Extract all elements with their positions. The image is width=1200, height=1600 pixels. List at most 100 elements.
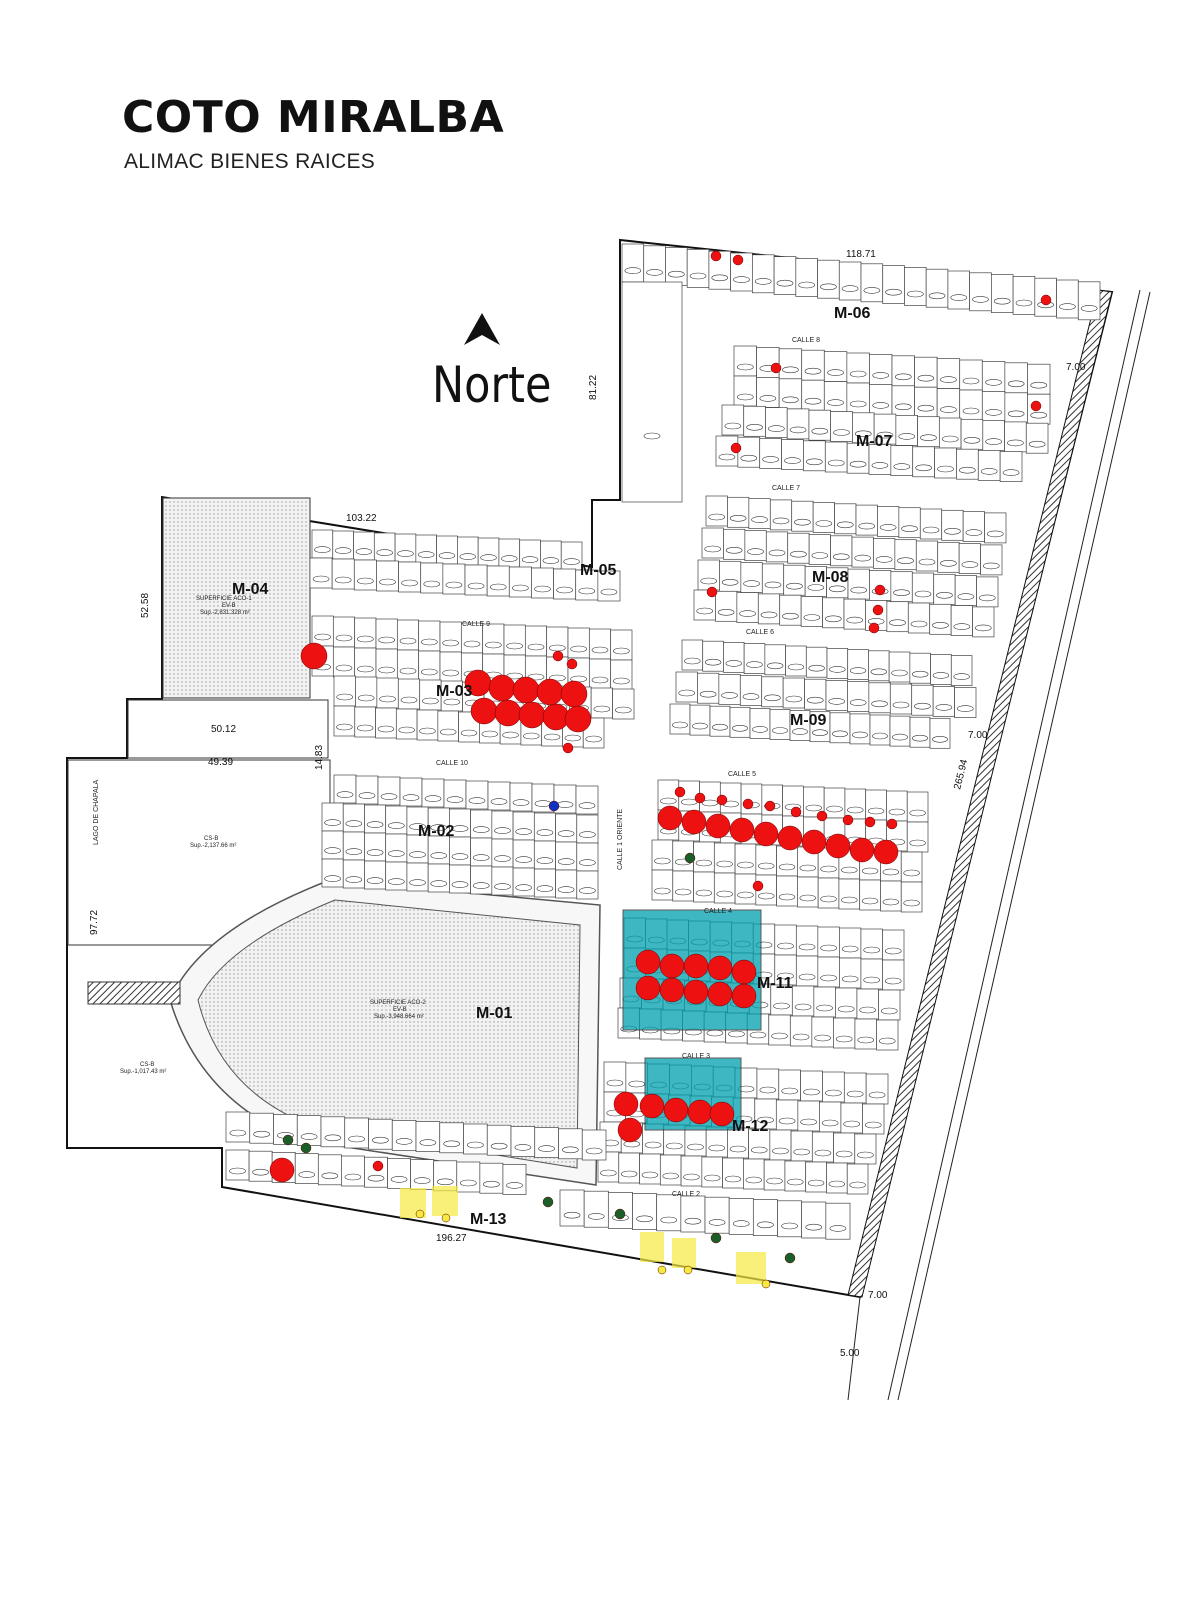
blue-pin[interactable]	[548, 800, 560, 812]
lot[interactable]	[396, 649, 420, 681]
lot[interactable]	[553, 568, 577, 600]
lot[interactable]	[681, 639, 704, 671]
sold-lot-marker[interactable]	[683, 953, 709, 979]
lot[interactable]	[728, 1198, 754, 1235]
sold-lot-marker[interactable]	[269, 1157, 295, 1183]
lot[interactable]	[783, 564, 806, 596]
sold-lot-marker[interactable]	[849, 837, 875, 863]
lot[interactable]	[925, 268, 949, 308]
lot[interactable]	[960, 418, 984, 450]
lot[interactable]	[377, 776, 401, 806]
lot[interactable]	[294, 1153, 319, 1184]
lot[interactable]	[739, 675, 763, 706]
lot[interactable]	[880, 880, 902, 912]
lot[interactable]	[621, 281, 683, 503]
lot[interactable]	[457, 536, 479, 566]
lot[interactable]	[740, 783, 763, 815]
sold-lot-marker[interactable]	[617, 1117, 643, 1143]
lot[interactable]	[839, 927, 862, 959]
lot[interactable]	[937, 541, 960, 573]
lot[interactable]	[320, 1116, 346, 1148]
lot[interactable]	[859, 879, 881, 911]
note-pin[interactable]	[683, 1265, 693, 1275]
lot[interactable]	[439, 621, 462, 653]
lot[interactable]	[856, 988, 879, 1020]
lot[interactable]	[900, 881, 923, 913]
lot[interactable]	[387, 1158, 411, 1189]
lot[interactable]	[817, 259, 840, 299]
lot[interactable]	[355, 676, 378, 708]
sold-pin[interactable]	[872, 604, 884, 616]
available-pin[interactable]	[300, 1142, 312, 1154]
lot[interactable]	[722, 1157, 744, 1189]
lot[interactable]	[904, 267, 927, 306]
lot[interactable]	[869, 714, 891, 746]
lot[interactable]	[999, 451, 1023, 482]
lot[interactable]	[865, 1073, 889, 1105]
sold-lot-marker[interactable]	[681, 809, 707, 835]
lot[interactable]	[394, 533, 417, 563]
lot[interactable]	[625, 1062, 649, 1094]
lot[interactable]	[932, 686, 955, 717]
lot[interactable]	[225, 1111, 251, 1143]
lot[interactable]	[891, 385, 915, 417]
lot[interactable]	[769, 499, 793, 531]
lot[interactable]	[914, 386, 938, 418]
lot[interactable]	[835, 987, 858, 1019]
lot[interactable]	[756, 377, 780, 408]
lot[interactable]	[813, 986, 836, 1018]
sold-pin[interactable]	[790, 806, 802, 818]
lot[interactable]	[817, 926, 840, 958]
lot[interactable]	[886, 790, 908, 822]
lot[interactable]	[777, 1200, 803, 1238]
lot[interactable]	[752, 254, 775, 294]
lot[interactable]	[398, 561, 422, 593]
lot[interactable]	[715, 590, 738, 622]
sold-lot-marker[interactable]	[731, 983, 757, 1009]
sold-lot-marker[interactable]	[560, 680, 588, 708]
lot[interactable]	[618, 1152, 640, 1184]
lot[interactable]	[956, 448, 979, 480]
lot[interactable]	[656, 1194, 682, 1232]
lot[interactable]	[590, 687, 613, 719]
lot[interactable]	[385, 861, 408, 891]
lot[interactable]	[415, 534, 437, 564]
lot[interactable]	[791, 500, 814, 532]
lot[interactable]	[705, 495, 728, 527]
lot[interactable]	[962, 511, 985, 542]
lot[interactable]	[752, 1199, 778, 1236]
sold-pin[interactable]	[706, 586, 718, 598]
lot[interactable]	[342, 803, 365, 833]
lot[interactable]	[486, 1124, 512, 1156]
lot[interactable]	[950, 655, 973, 686]
lot[interactable]	[909, 652, 931, 684]
lot[interactable]	[353, 559, 377, 591]
available-pin[interactable]	[684, 852, 696, 864]
lot[interactable]	[823, 351, 848, 382]
lot[interactable]	[368, 1118, 393, 1150]
lot[interactable]	[823, 787, 846, 819]
lot[interactable]	[510, 1126, 536, 1157]
lot[interactable]	[958, 543, 981, 574]
lot[interactable]	[911, 572, 935, 604]
lot[interactable]	[895, 415, 918, 446]
lot[interactable]	[906, 821, 929, 853]
sold-pin[interactable]	[674, 786, 686, 798]
lot[interactable]	[769, 709, 791, 740]
lot[interactable]	[748, 498, 771, 529]
lot[interactable]	[819, 1101, 842, 1133]
lot[interactable]	[817, 956, 840, 988]
lot[interactable]	[588, 658, 612, 690]
lot[interactable]	[797, 1100, 820, 1132]
lot[interactable]	[825, 680, 848, 711]
lot[interactable]	[882, 265, 905, 304]
lot[interactable]	[894, 539, 917, 571]
lot[interactable]	[860, 958, 883, 990]
lot[interactable]	[576, 842, 599, 872]
lot[interactable]	[465, 780, 489, 810]
sold-lot-marker[interactable]	[659, 953, 685, 979]
lot[interactable]	[743, 643, 766, 674]
sold-pin[interactable]	[372, 1160, 384, 1172]
lot[interactable]	[830, 535, 853, 567]
lot[interactable]	[749, 708, 771, 739]
